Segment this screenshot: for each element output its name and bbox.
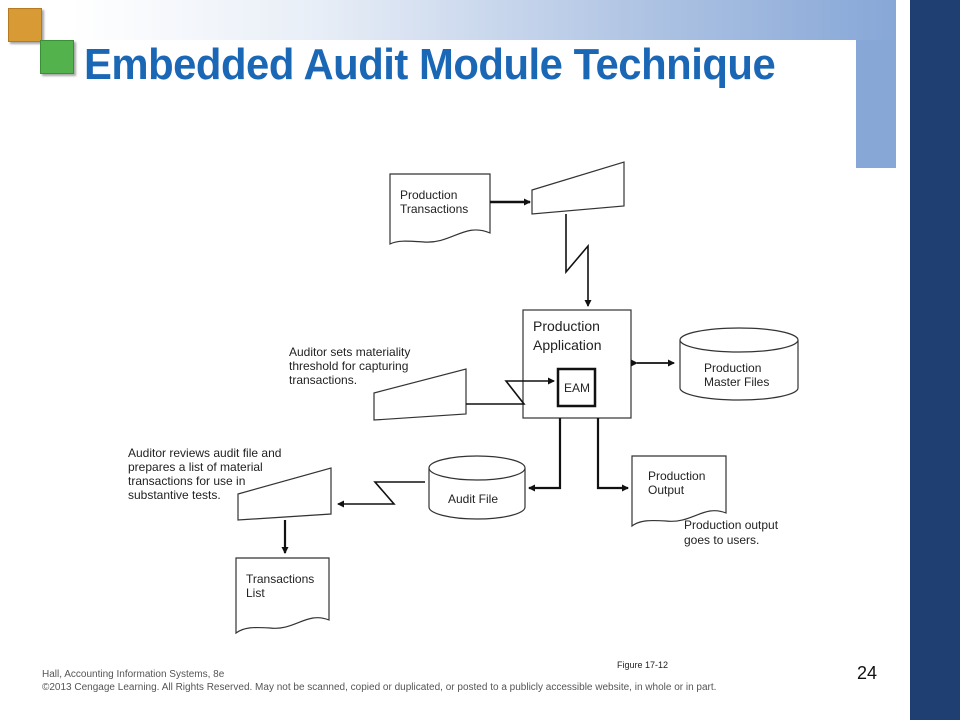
auditor-reviews-note-line2: prepares a list of material xyxy=(128,460,263,474)
green-square-decoration xyxy=(40,40,74,74)
auditor-sets-note-line3: transactions. xyxy=(289,373,357,387)
header-accent-strip xyxy=(856,40,896,168)
transactions-list-label-line2: List xyxy=(246,586,265,600)
comm-link-auditor-to-eam xyxy=(466,377,555,405)
footer-copyright: ©2013 Cengage Learning. All Rights Reser… xyxy=(42,682,717,693)
auditor-reviews-note-line4: substantive tests. xyxy=(128,488,221,502)
production-transactions-document: Production Transactions xyxy=(389,173,491,245)
header-gradient-band xyxy=(70,0,896,40)
master-files-label-line1: Production xyxy=(704,361,761,375)
production-application-label-line1: Production xyxy=(533,318,600,334)
page-number: 24 xyxy=(857,663,878,683)
production-transactions-label-line2: Transactions xyxy=(400,202,468,216)
auditor-review-terminal xyxy=(237,467,332,521)
transactions-list-label-line1: Transactions xyxy=(246,572,314,586)
eam-label: EAM xyxy=(564,381,590,395)
eam-module-box: EAM xyxy=(556,367,597,408)
production-transactions-label-line1: Production xyxy=(400,188,457,202)
footer-citation: Hall, Accounting Information Systems, 8e xyxy=(42,669,225,680)
transactions-list-document: Transactions List xyxy=(235,557,330,635)
comm-link-audit-file-to-terminal xyxy=(337,481,425,508)
arrow-eam-to-audit-file xyxy=(528,418,562,492)
production-output-label-line2: Output xyxy=(648,483,685,497)
production-output-document: Production Output xyxy=(631,455,727,528)
auditor-threshold-terminal xyxy=(373,368,467,421)
orange-square-decoration xyxy=(8,8,42,42)
transaction-input-terminal xyxy=(531,161,625,215)
audit-file-label: Audit File xyxy=(448,492,498,506)
right-sidebar-bar xyxy=(910,0,960,720)
auditor-reviews-note-line1: Auditor reviews audit file and xyxy=(128,446,281,460)
master-files-label-line2: Master Files xyxy=(704,375,769,389)
production-output-label-line1: Production xyxy=(648,469,705,483)
auditor-sets-note-line2: threshold for capturing xyxy=(289,359,408,373)
audit-file-cylinder: Audit File xyxy=(428,455,526,520)
production-master-files-cylinder: Production Master Files xyxy=(679,327,799,401)
auditor-sets-note-line1: Auditor sets materiality xyxy=(289,345,410,359)
production-output-note-line1: Production output xyxy=(684,518,779,532)
comm-link-input-to-application xyxy=(565,214,592,307)
arrow-application-to-output xyxy=(596,418,629,492)
auditor-reviews-note-line3: transactions for use in xyxy=(128,474,245,488)
production-application-label-line2: Application xyxy=(533,337,602,353)
title-panel xyxy=(70,40,856,168)
production-output-note-line2: goes to users. xyxy=(684,533,759,547)
figure-caption: Figure 17-12 xyxy=(617,660,669,670)
slide-title: Embedded Audit Module Technique xyxy=(84,40,776,89)
